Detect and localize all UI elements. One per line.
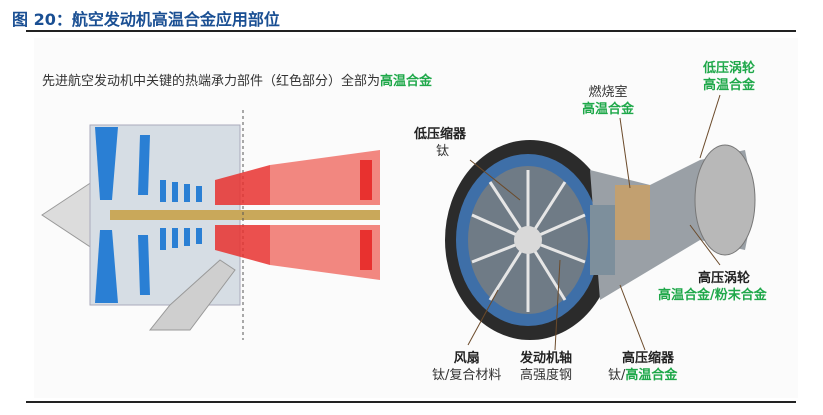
- label-fan: 风扇 钛/复合材料: [432, 350, 501, 384]
- compressor-stage: [160, 180, 166, 202]
- hp-turbine-name: 高压涡轮: [698, 271, 751, 286]
- lp-compressor-name: 低压缩器: [414, 127, 467, 142]
- combustor-upper: [215, 165, 270, 205]
- compressor-stage: [196, 228, 202, 244]
- turbine-lower: [270, 225, 380, 280]
- label-shaft: 发动机轴 高强度钢: [520, 350, 572, 384]
- turbine-blade: [360, 230, 372, 270]
- lp-turbine-material: 高温合金: [703, 78, 756, 93]
- turbine-blade: [360, 160, 372, 200]
- hp-compressor-section: [590, 205, 615, 275]
- lp-compressor-lower: [138, 235, 150, 295]
- figure-title: 图 20：航空发动机高温合金应用部位: [12, 10, 280, 29]
- lp-compressor-material: 钛: [436, 144, 450, 159]
- combustor-name: 燃烧室: [588, 85, 628, 100]
- shaft-name: 发动机轴: [520, 351, 573, 366]
- engine-shaft: [110, 210, 380, 220]
- figure-caption: 先进航空发动机中关键的热端承力部件（红色部分）全部为高温合金: [42, 70, 432, 89]
- spinner: [514, 226, 542, 254]
- turbine-upper: [270, 150, 380, 205]
- compressor-stage: [196, 186, 202, 202]
- combustor-section: [615, 185, 650, 240]
- compressor-stage: [184, 184, 190, 202]
- hp-compressor-material-b: 高温合金: [625, 368, 678, 383]
- combustor-material: 高温合金: [582, 102, 635, 117]
- label-hp-compressor: 高压缩器 钛/高温合金: [608, 350, 677, 384]
- pylon: [148, 259, 236, 331]
- lp-compressor-upper: [138, 135, 150, 195]
- compressor-stage: [160, 228, 166, 250]
- hp-compressor-name: 高压缩器: [622, 351, 675, 366]
- lp-turbine-body: [694, 144, 756, 256]
- label-lp-turbine: 低压涡轮 高温合金: [703, 60, 755, 94]
- top-rule: [26, 30, 796, 32]
- label-combustor: 燃烧室 高温合金: [582, 84, 634, 118]
- shaft-material: 高强度钢: [520, 368, 573, 383]
- combustor-lower: [215, 225, 270, 265]
- compressor-stage: [184, 228, 190, 246]
- fan-blade-upper: [95, 127, 118, 200]
- compressor-stage: [172, 182, 178, 202]
- fan-material: 钛/复合材料: [432, 368, 502, 383]
- fan-name: 风扇: [453, 351, 480, 366]
- caption-highlight: 高温合金: [380, 74, 433, 89]
- label-lp-compressor: 低压缩器 钛: [414, 126, 466, 160]
- caption-text: 先进航空发动机中关键的热端承力部件（红色部分）全部为: [42, 74, 381, 89]
- fan-blade-lower: [95, 230, 118, 303]
- bottom-rule: [26, 401, 796, 403]
- leader-lines: [467, 94, 721, 351]
- hp-turbine-material: 高温合金/粉末合金: [658, 288, 767, 303]
- hp-compressor-material-a: 钛/: [608, 368, 626, 383]
- label-hp-turbine: 高压涡轮 高温合金/粉末合金: [658, 270, 767, 304]
- lp-turbine-name: 低压涡轮: [703, 61, 756, 76]
- compressor-stage: [172, 228, 178, 248]
